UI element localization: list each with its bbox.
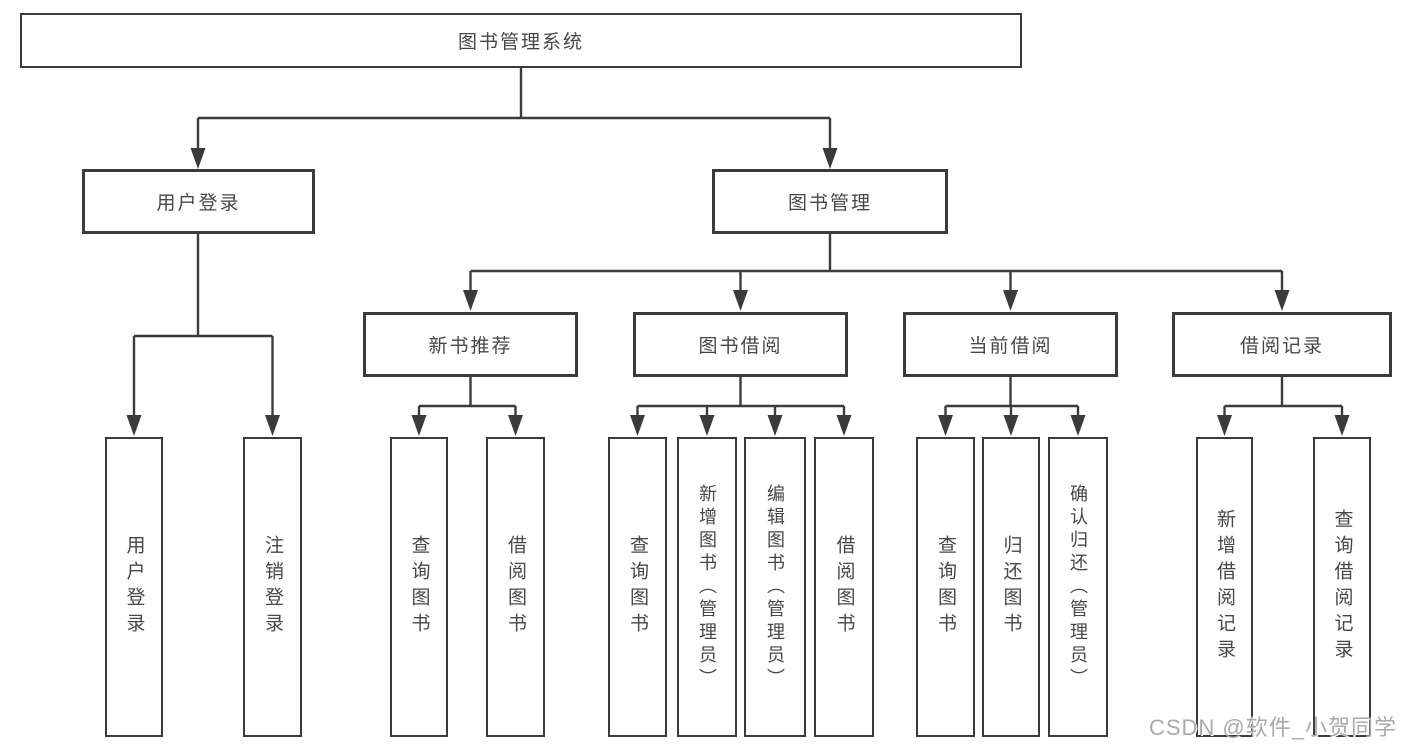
connector-root-to-level2 bbox=[196, 68, 832, 152]
arrow-icon bbox=[767, 415, 783, 436]
leaf-borrowing-borrow-books: 借阅图书 bbox=[814, 437, 874, 737]
leaf-current-confirm-return-label: 确认归还（管理员） bbox=[1068, 483, 1088, 691]
connector-recommend-to-leaves bbox=[417, 377, 517, 419]
leaf-logout: 注销登录 bbox=[243, 437, 302, 737]
node-root: 图书管理系统 bbox=[20, 13, 1022, 68]
connector-userlogin-to-leaves bbox=[132, 234, 274, 419]
leaf-current-query-books: 查询图书 bbox=[916, 437, 975, 737]
arrow-icon bbox=[1003, 290, 1018, 311]
connector-records-to-leaves bbox=[1223, 377, 1344, 419]
leaf-current-return-books: 归还图书 bbox=[982, 437, 1040, 737]
connector-bookmgmt-to-level3 bbox=[469, 234, 1284, 294]
leaf-borrowing-query-books: 查询图书 bbox=[608, 437, 667, 737]
leaf-records-query-record: 查询借阅记录 bbox=[1313, 437, 1371, 737]
leaf-records-query-record-label: 查询借阅记录 bbox=[1331, 509, 1353, 665]
node-root-label: 图书管理系统 bbox=[457, 32, 584, 53]
node-book-borrowing: 图书借阅 bbox=[633, 312, 848, 377]
arrow-icon bbox=[411, 415, 427, 436]
arrow-icon bbox=[1003, 415, 1019, 436]
leaf-records-add-record: 新增借阅记录 bbox=[1196, 437, 1253, 737]
leaf-user-login: 用户登录 bbox=[105, 437, 163, 737]
node-user-login-label: 用户登录 bbox=[156, 193, 241, 214]
node-user-login: 用户登录 bbox=[82, 169, 315, 234]
arrow-icon bbox=[190, 148, 206, 169]
leaf-logout-label: 注销登录 bbox=[262, 535, 283, 639]
leaf-records-add-record-label: 新增借阅记录 bbox=[1214, 509, 1235, 665]
leaf-borrowing-borrow-books-label: 借阅图书 bbox=[833, 535, 855, 639]
watermark: CSDN @软件_小贺同学 bbox=[1148, 715, 1397, 740]
arrow-icon bbox=[938, 415, 953, 436]
arrow-icon bbox=[1274, 290, 1290, 311]
node-book-borrowing-label: 图书借阅 bbox=[698, 336, 783, 357]
leaf-recommend-borrow-books-label: 借阅图书 bbox=[505, 535, 526, 639]
node-borrowing-records: 借阅记录 bbox=[1172, 312, 1392, 377]
node-current-borrowing: 当前借阅 bbox=[903, 312, 1118, 377]
leaf-current-confirm-return: 确认归还（管理员） bbox=[1048, 437, 1108, 737]
arrow-icon bbox=[508, 415, 523, 436]
leaf-borrowing-add-books-label: 新增图书（管理员） bbox=[697, 483, 717, 691]
arrow-icon bbox=[1070, 415, 1086, 436]
arrow-icon bbox=[822, 148, 838, 169]
leaf-borrowing-query-books-label: 查询图书 bbox=[627, 535, 648, 639]
leaf-recommend-borrow-books: 借阅图书 bbox=[486, 437, 545, 737]
connector-borrowing-to-leaves bbox=[636, 377, 846, 419]
node-book-management: 图书管理 bbox=[712, 169, 948, 234]
leaf-recommend-query-books-label: 查询图书 bbox=[408, 535, 430, 639]
arrow-icon bbox=[836, 415, 852, 436]
arrow-icon bbox=[1217, 415, 1232, 436]
leaf-user-login-label: 用户登录 bbox=[123, 535, 145, 639]
arrow-icon bbox=[733, 290, 748, 311]
leaf-borrowing-add-books: 新增图书（管理员） bbox=[677, 437, 737, 737]
node-borrowing-records-label: 借阅记录 bbox=[1239, 336, 1324, 357]
node-current-borrowing-label: 当前借阅 bbox=[968, 336, 1053, 357]
arrow-icon bbox=[1334, 415, 1350, 436]
leaf-current-query-books-label: 查询图书 bbox=[935, 535, 956, 639]
arrow-icon bbox=[463, 290, 478, 311]
connector-current-to-leaves bbox=[944, 377, 1080, 419]
node-new-book-recommend: 新书推荐 bbox=[363, 312, 578, 377]
arrow-icon bbox=[699, 415, 715, 436]
node-new-book-recommend-label: 新书推荐 bbox=[428, 336, 513, 357]
leaf-borrowing-edit-books: 编辑图书（管理员） bbox=[744, 437, 806, 737]
arrow-icon bbox=[630, 415, 645, 436]
leaf-borrowing-edit-books-label: 编辑图书（管理员） bbox=[765, 483, 785, 691]
arrow-icon bbox=[126, 415, 142, 436]
arrow-icon bbox=[265, 415, 280, 436]
node-book-management-label: 图书管理 bbox=[787, 193, 872, 214]
leaf-current-return-books-label: 归还图书 bbox=[1000, 535, 1022, 639]
leaf-recommend-query-books: 查询图书 bbox=[390, 437, 448, 737]
